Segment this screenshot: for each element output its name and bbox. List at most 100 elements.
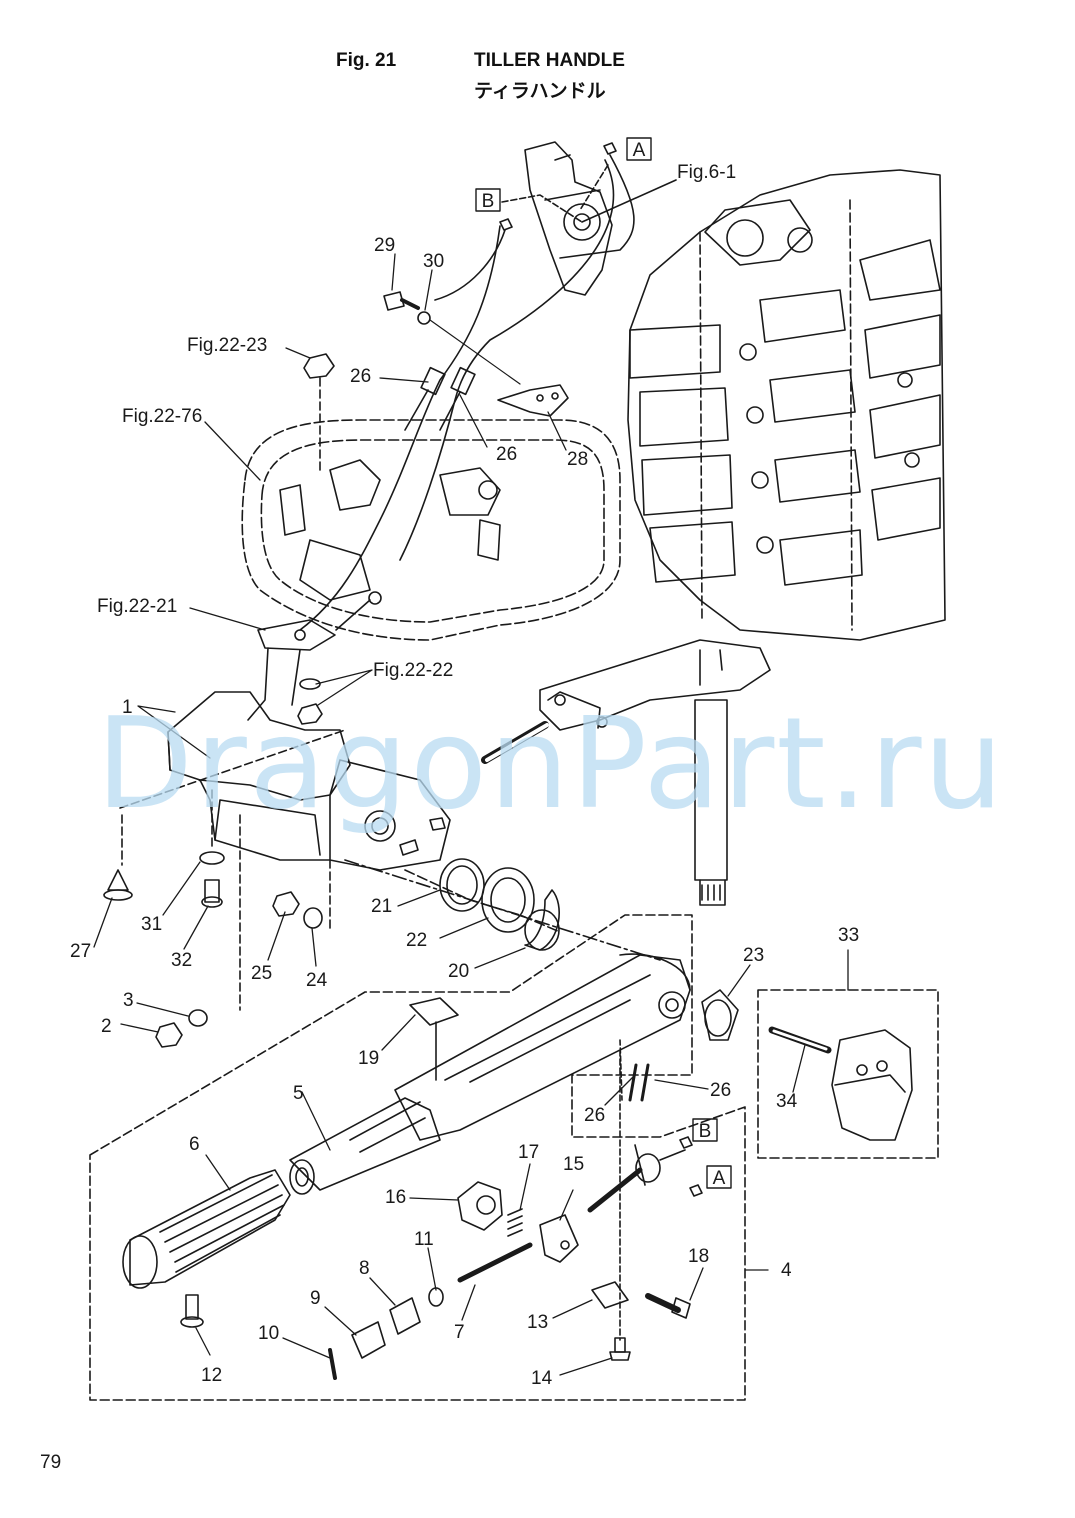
bracket-fig22-21 [257, 619, 336, 651]
label-31: 31 [141, 914, 162, 935]
grip-6 [122, 1169, 291, 1289]
nut-2 [155, 1022, 183, 1048]
label-3: 3 [123, 990, 134, 1011]
label-30: 30 [423, 251, 444, 272]
label-fig6-1: Fig.6-1 [677, 162, 736, 183]
shaft-7 [457, 1242, 533, 1283]
steering-mount-arm [539, 639, 771, 906]
label-fig22-23: Fig.22-23 [187, 335, 267, 356]
lower-cowling [241, 419, 621, 641]
bushing-11 [428, 1287, 444, 1307]
bolt-29 [383, 291, 420, 311]
part-33-boundary [757, 989, 939, 1159]
label-27: 27 [70, 941, 91, 962]
label-8: 8 [359, 1258, 370, 1279]
label-11: 11 [414, 1229, 434, 1250]
figure-title-japanese: ティラハンドル [474, 81, 606, 102]
label-29: 29 [374, 235, 395, 256]
label-25: 25 [251, 963, 272, 984]
washer-24 [303, 907, 323, 929]
label-34: 34 [776, 1091, 798, 1112]
throttle-lever [587, 1136, 703, 1213]
label-10: 10 [258, 1323, 279, 1344]
label-24: 24 [306, 970, 328, 991]
washer-30 [417, 311, 431, 325]
label-12: 12 [201, 1365, 222, 1386]
label-2: 2 [101, 1016, 112, 1037]
cable-loop-b [434, 229, 506, 301]
throttle-cables [299, 159, 615, 631]
bolt-18 [645, 1293, 691, 1319]
label-6: 6 [189, 1134, 200, 1155]
label-26-b: 26 [496, 444, 517, 465]
label-17: 17 [518, 1142, 539, 1163]
figure-title: TILLER HANDLE [474, 50, 625, 71]
tiller-bracket-1 [167, 691, 451, 871]
label-26-a: 26 [350, 366, 371, 387]
screw-12 [180, 1294, 204, 1328]
steering-bracket-top [524, 141, 613, 296]
label-26-d: 26 [584, 1105, 605, 1126]
figure-number: Fig. 21 [336, 50, 397, 71]
label-box-a-top: A [633, 140, 646, 161]
label-21: 21 [371, 896, 392, 917]
label-23: 23 [743, 945, 764, 966]
friction-piece-16 [457, 1181, 503, 1231]
screw-27 [103, 814, 133, 901]
nut-fig22-23 [303, 353, 335, 379]
label-26-c: 26 [710, 1080, 731, 1101]
plate-13 [591, 1281, 629, 1309]
label-4: 4 [781, 1260, 792, 1281]
label-28: 28 [567, 449, 588, 470]
nut-fig22-22 [297, 703, 323, 725]
cable-bracket-28 [497, 384, 569, 417]
spring-17 [507, 1208, 523, 1237]
label-32: 32 [171, 950, 192, 971]
screw-14 [609, 1337, 631, 1361]
label-16: 16 [385, 1187, 406, 1208]
label-22: 22 [406, 930, 427, 951]
label-box-b-top: B [482, 191, 495, 212]
plate-19 [409, 997, 459, 1026]
label-19: 19 [358, 1048, 379, 1069]
label-fig22-76: Fig.22-76 [122, 406, 202, 427]
label-9: 9 [310, 1288, 321, 1309]
handle-assembly-boundary [89, 914, 746, 1401]
stopper-block-33 [831, 1029, 913, 1141]
label-14: 14 [531, 1368, 553, 1389]
pin-10 [328, 1348, 337, 1380]
washer-3 [188, 1009, 208, 1027]
label-fig22-22: Fig.22-22 [373, 660, 453, 681]
label-box-a-lower: A [713, 1168, 726, 1189]
label-1: 1 [122, 697, 133, 718]
label-18: 18 [688, 1246, 709, 1267]
label-20: 20 [448, 961, 469, 982]
washer-21 [439, 858, 485, 912]
collar-8 [389, 1297, 421, 1335]
throttle-tube-5 [289, 1097, 441, 1195]
washer-31 [199, 851, 225, 865]
friction-plate-22 [481, 867, 535, 933]
engine-block [627, 169, 946, 641]
pin-b-top [499, 218, 513, 231]
bolt-32 [201, 879, 223, 908]
label-box-b-lower: B [699, 1121, 712, 1142]
bushing-23 [701, 989, 739, 1041]
washer-fig22-22 [299, 678, 321, 690]
pin-a-top [603, 142, 617, 155]
label-13: 13 [527, 1312, 548, 1333]
handle-arm [394, 953, 691, 1141]
nut-25 [272, 891, 300, 917]
page-number: 79 [40, 1452, 62, 1473]
gear-9 [351, 1321, 386, 1359]
label-15: 15 [563, 1154, 584, 1175]
label-fig22-21: Fig.22-21 [97, 596, 177, 617]
label-7: 7 [454, 1322, 465, 1343]
friction-block-15 [539, 1214, 579, 1263]
label-5: 5 [293, 1083, 304, 1104]
cable-loop-a [559, 154, 635, 259]
label-33: 33 [838, 925, 859, 946]
cowling-internal-parts [279, 459, 501, 605]
